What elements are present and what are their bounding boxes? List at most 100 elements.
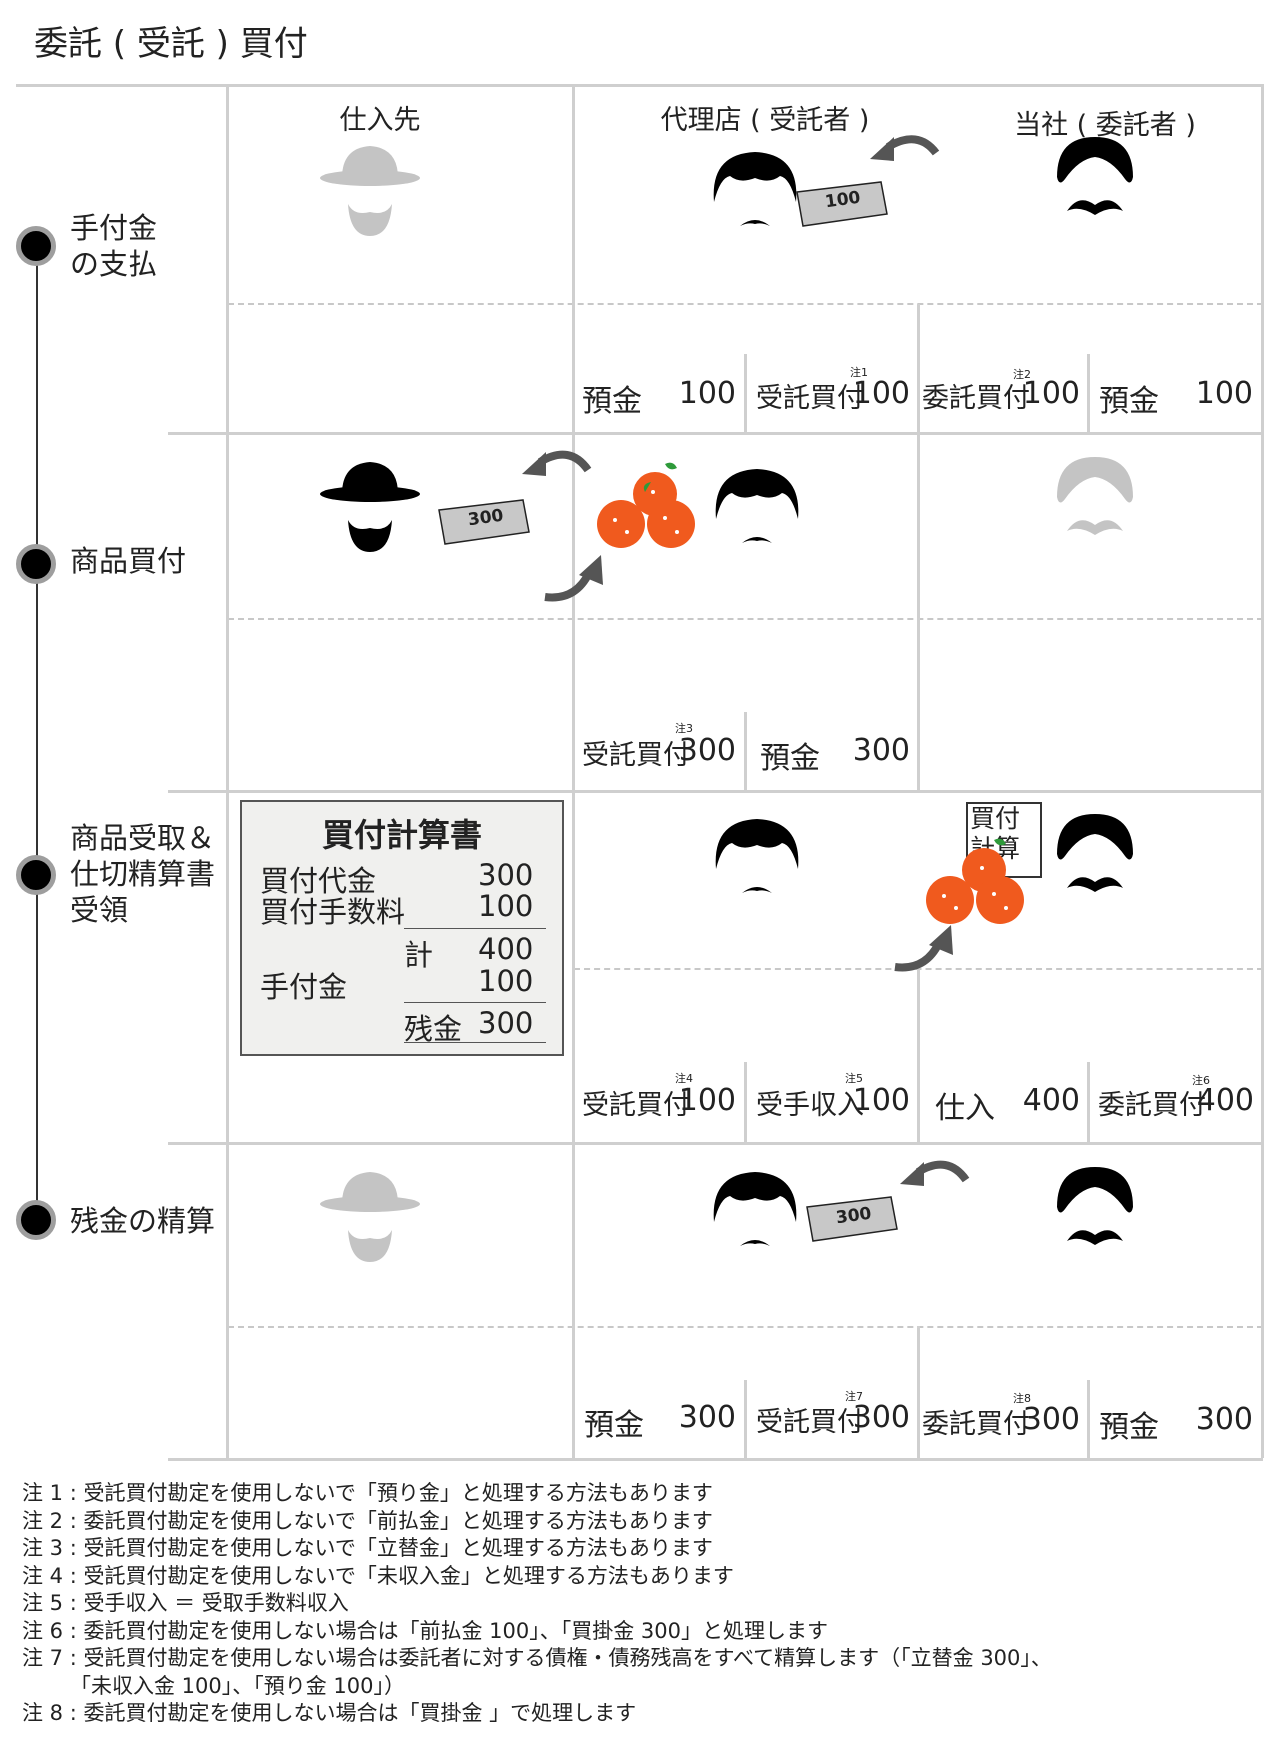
statement-rule-2 [404,1002,546,1003]
grid-top-line [16,84,1263,87]
grid-right-line [1261,84,1264,1458]
timeline-dot-3 [16,855,56,895]
column-header-company: 当社 ( 委託者 ) [1014,110,1196,141]
journal-entry: 受託買付 100 [756,376,910,414]
grid-line-stage2 [168,432,1263,435]
journal-entry: 預金 300 [584,1400,736,1443]
company-face-icon-faded [1057,457,1133,535]
statement-rule-1 [404,928,546,929]
note-marker: 注7 [845,1390,863,1403]
arrow-icon-4 [894,925,953,972]
footnotes: 注 1 : 受託買付勘定を使用しないで「預り金」と処理する方法もあります 注 2… [22,1480,1052,1728]
supplier-icon [320,462,420,552]
money-bill-icon-2 [438,499,530,545]
arrow-icon-3 [544,555,603,602]
journal-entry: 受託買付 300 [582,733,736,771]
footnote: 注 5 : 受手収入 ＝ 受取手数料収入 [22,1591,349,1615]
note-marker: 注4 [675,1072,693,1085]
tcol-3b [1087,1062,1090,1142]
footnote: 注 7 : 受託買付勘定を使用しない場合は委託者に対する債権・債務残高をすべて精… [22,1646,1052,1670]
tcol-4b [1087,1380,1090,1458]
footnote: 注 8 : 委託買付勘定を使用しない場合は「買掛金 」で処理します [22,1701,637,1725]
dashed-divider-1 [228,303,1263,305]
note-marker: 注1 [850,366,868,379]
journal-entry: 委託買付 100 [922,376,1080,414]
supplier-icon-faded-1 [320,146,420,236]
journal-entry: 預金 100 [1099,376,1253,419]
grid-line-stage4 [168,1142,1263,1145]
journal-entry: 受手収入 100 [756,1083,910,1121]
company-face-icon-1 [1057,137,1133,215]
stage-label-3: 商品受取＆ 仕切精算書 受領 [70,821,216,927]
note-marker: 注6 [1192,1074,1210,1087]
dashed-divider-4 [228,1326,1263,1328]
journal-entry: 委託買付 400 [1098,1083,1254,1121]
split-line-2 [917,432,920,790]
statement-box: 買付計算書 買付代金 300 買付手数料 100 計 400 手付金 100 残… [240,800,564,1056]
footnote: 注 3 : 受託買付勘定を使用しないで「立替金」と処理する方法もあります [22,1536,713,1560]
journal-entry: 預金 300 [1099,1402,1253,1445]
journal-entry: 受託買付 300 [756,1400,910,1438]
page-title: 委託 ( 受託 ) 買付 [34,24,308,64]
column-divider-agent [572,84,575,1458]
stage-label-4: 残金の精算 [70,1204,216,1238]
split-line-3 [917,968,920,1142]
footnote: 注 6 : 委託買付勘定を使用しない場合は「前払金 100」、「買掛金 300」… [22,1618,828,1643]
split-line-4 [917,1326,920,1458]
statement-row-value: 100 [478,964,534,998]
tcol-2a [744,712,747,790]
footnote: 注 1 : 受託買付勘定を使用しないで「預り金」と処理する方法もあります [22,1481,713,1505]
statement-row-value: 300 [478,1006,534,1040]
company-face-icon-4 [1057,1167,1133,1245]
stage-label-2: 商品買付 [70,544,187,578]
statement-row-label: 買付手数料 [260,895,406,929]
arrow-icon-5 [900,1160,970,1186]
money-bill-icon-3 [806,1196,898,1242]
journal-entry: 預金 300 [760,733,910,776]
footnote-continuation: 「未収入金 100」、「預り金 100」） [70,1673,406,1698]
statement-row-value: 300 [478,858,534,892]
mandarin-oranges-icon-1 [597,462,695,548]
footnote: 注 4 : 受託買付勘定を使用しないで「未収入金」と処理する方法もあります [22,1563,734,1588]
statement-title: 買付計算書 [321,816,482,854]
tcol-1b [1087,354,1090,432]
money-bill-icon-1 [796,181,888,227]
note-marker: 注8 [1013,1392,1031,1405]
tcol-3a [744,1062,747,1142]
split-line-1 [917,304,920,432]
column-header-agent: 代理店 ( 受託者 ) [660,105,870,136]
statement-row-label: 残金 [404,1012,463,1046]
statement-row-value: 400 [478,932,534,966]
note-marker: 注3 [675,722,693,735]
tcol-1a [744,354,747,432]
note-marker: 注2 [1013,368,1031,381]
agent-face-icon-3 [715,819,799,893]
column-divider-supplier [226,84,229,1458]
statement-rule-3 [404,1042,546,1043]
journal-entry: 預金 100 [582,376,736,419]
timeline-line [36,246,38,1216]
footnote: 注 2 : 委託買付勘定を使用しないで「前払金」と処理する方法もあります [22,1508,713,1533]
statement-row-label: 手付金 [260,970,348,1004]
note-marker: 注5 [845,1072,863,1085]
journal-entry: 受託買付 100 [582,1083,736,1121]
statement-row-label: 買付代金 [260,864,377,898]
agent-face-icon-4 [713,1172,797,1246]
mandarin-oranges-icon-2 [926,838,1024,924]
stage-label-1: 手付金 の支払 [70,211,158,281]
arrow-icon-2 [522,450,592,476]
column-header-supplier: 仕入先 [339,105,421,136]
tcol-4a [744,1380,747,1458]
timeline-dot-2 [16,544,56,584]
timeline-dot-1 [16,226,56,266]
grid-line-stage3 [168,790,1263,793]
arrow-icon-1 [870,135,940,161]
grid-bottom-line [168,1458,1263,1461]
statement-row-value: 100 [478,889,534,923]
journal-entry: 仕入 400 [935,1083,1080,1126]
dashed-divider-2 [228,618,1263,620]
agent-face-icon-1 [713,152,797,226]
agent-face-icon-2 [715,469,799,543]
timeline-dot-4 [16,1200,56,1240]
company-face-icon-3 [1057,814,1133,892]
